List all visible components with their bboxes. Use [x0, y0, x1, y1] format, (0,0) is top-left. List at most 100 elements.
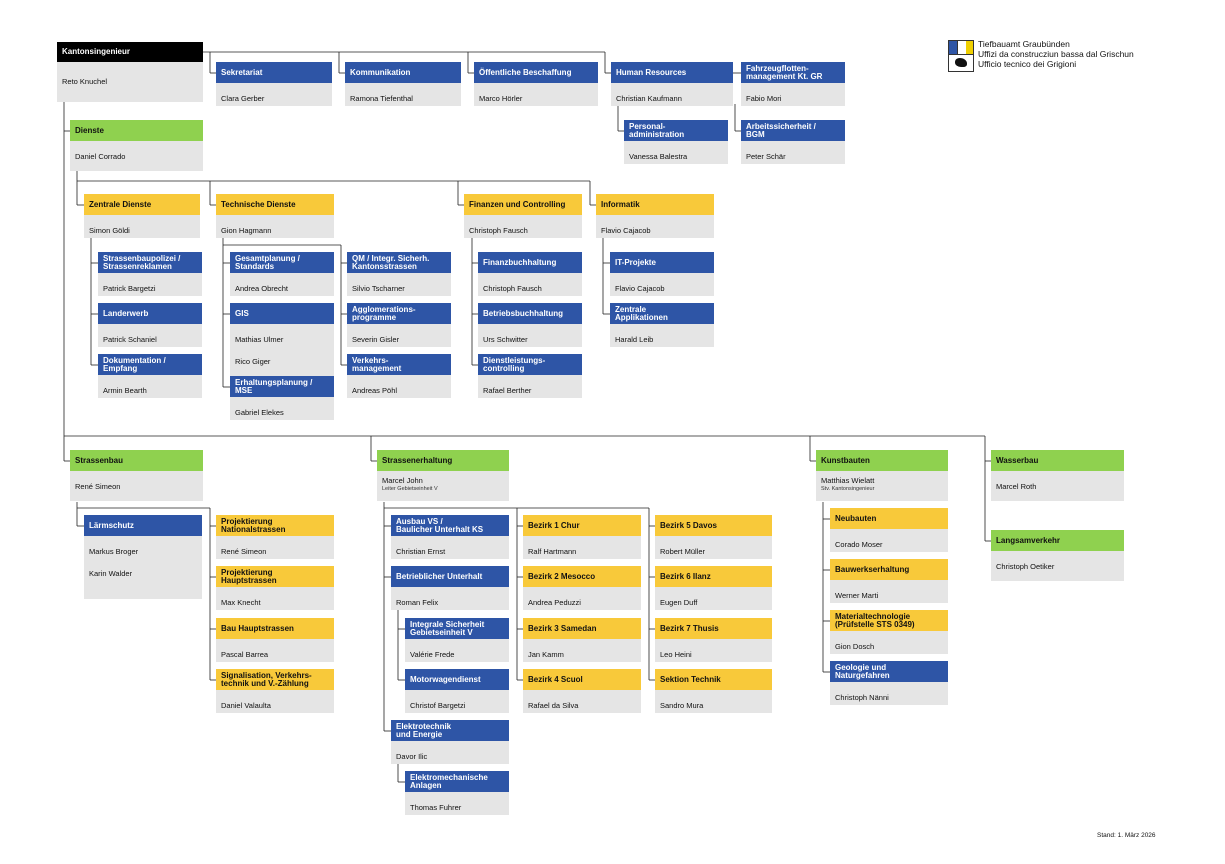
org-unit-title-text: Personal- administration	[629, 121, 685, 139]
org-unit-title-text: Wasserbau	[996, 455, 1039, 465]
org-unit-members: Daniel Valaulta	[216, 690, 334, 713]
org-unit-title-text: Zentrale Applikationen	[615, 304, 668, 322]
org-unit-members: Christoph Fausch	[478, 273, 582, 296]
org-unit-title-text: Betrieblicher Unterhalt	[396, 571, 483, 581]
org-unit-title-text: Gesamtplanung / Standards	[235, 253, 300, 271]
org-unit-title: Neubauten	[830, 508, 948, 529]
agency-name-de: Tiefbauamt Graubünden	[978, 39, 1070, 49]
org-unit-members: Robert Müller	[655, 536, 772, 559]
org-unit-members: Christof Bargetzi	[405, 690, 509, 713]
org-unit-title: Materialtechnologie (Prüfstelle STS 0349…	[830, 610, 948, 631]
org-unit-title: QM / Integr. Sicherh. Kantonsstrassen	[347, 252, 451, 273]
person-name: Marco Hörler	[479, 93, 523, 103]
org-unit-title: Bezirk 1 Chur	[523, 515, 641, 536]
person-name: Silvio Tscharner	[352, 283, 405, 293]
agency-name-it: Ufficio tecnico dei Grigioni	[978, 59, 1077, 69]
org-unit-title-text: Bezirk 4 Scuol	[528, 674, 583, 684]
org-unit-title-text: Elektrotechnik und Energie	[396, 721, 452, 739]
person-name: Matthias Wielatt	[821, 475, 875, 485]
person-name: Jan Kamm	[528, 649, 564, 659]
org-unit-members: Patrick Schaniel	[98, 324, 202, 347]
org-unit-title: Bezirk 3 Samedan	[523, 618, 641, 639]
org-unit-members: René Simeon	[216, 536, 334, 559]
org-unit-title-text: Elektromechanische Anlagen	[410, 772, 488, 790]
org-unit-title: Kunstbauten	[816, 450, 948, 471]
org-unit-members: Vanessa Balestra	[624, 141, 728, 164]
org-unit-title: Agglomerations- programme	[347, 303, 451, 324]
org-unit-members: Christian Ernst	[391, 536, 509, 559]
org-unit-title-text: Bauwerkserhaltung	[835, 564, 910, 574]
org-unit-title-text: Kommunikation	[350, 67, 411, 77]
org-unit-title: Signalisation, Verkehrs- technik und V.-…	[216, 669, 334, 690]
org-unit-title-text: Landerwerb	[103, 308, 149, 318]
org-unit-title: Bezirk 6 Ilanz	[655, 566, 772, 587]
org-unit-title: Arbeitssicherheit / BGM	[741, 120, 845, 141]
org-unit-title: Human Resources	[611, 62, 733, 83]
org-unit-title-text: Strassenbau	[75, 455, 124, 465]
person-name: Gion Hagmann	[221, 225, 272, 235]
person-name: Corado Moser	[835, 539, 883, 549]
person-name: Severin Gisler	[352, 334, 400, 344]
person-name: Christian Ernst	[396, 546, 446, 556]
person-name: Markus Broger	[89, 546, 139, 556]
org-unit-title: Strassenerhaltung	[377, 450, 509, 471]
org-unit-title: Betrieblicher Unterhalt	[391, 566, 509, 587]
org-unit-title: Dienstleistungs- controlling	[478, 354, 582, 375]
org-unit-members: Severin Gisler	[347, 324, 451, 347]
org-unit-title-text: Bezirk 5 Davos	[660, 520, 717, 530]
org-unit-members: Marco Hörler	[474, 83, 598, 106]
person-name: Max Knecht	[221, 597, 261, 607]
person-name: Gabriel Elekes	[235, 407, 284, 417]
org-unit-members: Ramona Tiefenthal	[345, 83, 461, 106]
person-name: Patrick Bargetzi	[103, 283, 156, 293]
org-unit-members: Roman Felix	[391, 587, 509, 610]
org-unit-title-text: Ausbau VS / Baulicher Unterhalt KS	[396, 516, 484, 534]
person-name: Sandro Mura	[660, 700, 704, 710]
person-name: Rafael da Silva	[528, 700, 579, 710]
person-name: Christoph Fausch	[483, 283, 542, 293]
org-unit-title: Strassenbau	[70, 450, 203, 471]
org-unit-members: Jan Kamm	[523, 639, 641, 662]
org-unit-members: Max Knecht	[216, 587, 334, 610]
canton-logo	[948, 40, 974, 72]
org-unit-members: Fabio Mori	[741, 83, 845, 106]
org-unit-title: Bauwerkserhaltung	[830, 559, 948, 580]
org-unit-title-text: Integrale Sicherheit Gebietseinheit V	[410, 619, 485, 637]
person-name: Mathias Ulmer	[235, 334, 284, 344]
org-unit-members: Christian Kaufmann	[611, 83, 733, 106]
org-unit-title-text: Technische Dienste	[221, 199, 296, 209]
org-unit-members: Clara Gerber	[216, 83, 332, 106]
org-unit-members: Patrick Bargetzi	[98, 273, 202, 296]
person-name: Christian Kaufmann	[616, 93, 682, 103]
person-name: Werner Marti	[835, 590, 879, 600]
org-unit-members: Thomas Fuhrer	[405, 792, 509, 815]
org-unit-title-text: Zentrale Dienste	[89, 199, 152, 209]
person-name: Leo Heini	[660, 649, 692, 659]
org-unit-title-text: Sekretariat	[221, 67, 263, 77]
person-name: Davor Ilic	[396, 751, 428, 761]
org-unit-title-text: Verkehrs- management	[352, 355, 402, 373]
org-unit-title: Zentrale Dienste	[84, 194, 200, 215]
person-name: Daniel Valaulta	[221, 700, 271, 710]
org-unit-members: Marcel Roth	[991, 471, 1124, 501]
org-unit-title-text: Dienstleistungs- controlling	[483, 355, 546, 373]
org-unit-title-text: Öffentliche Beschaffung	[479, 67, 572, 77]
